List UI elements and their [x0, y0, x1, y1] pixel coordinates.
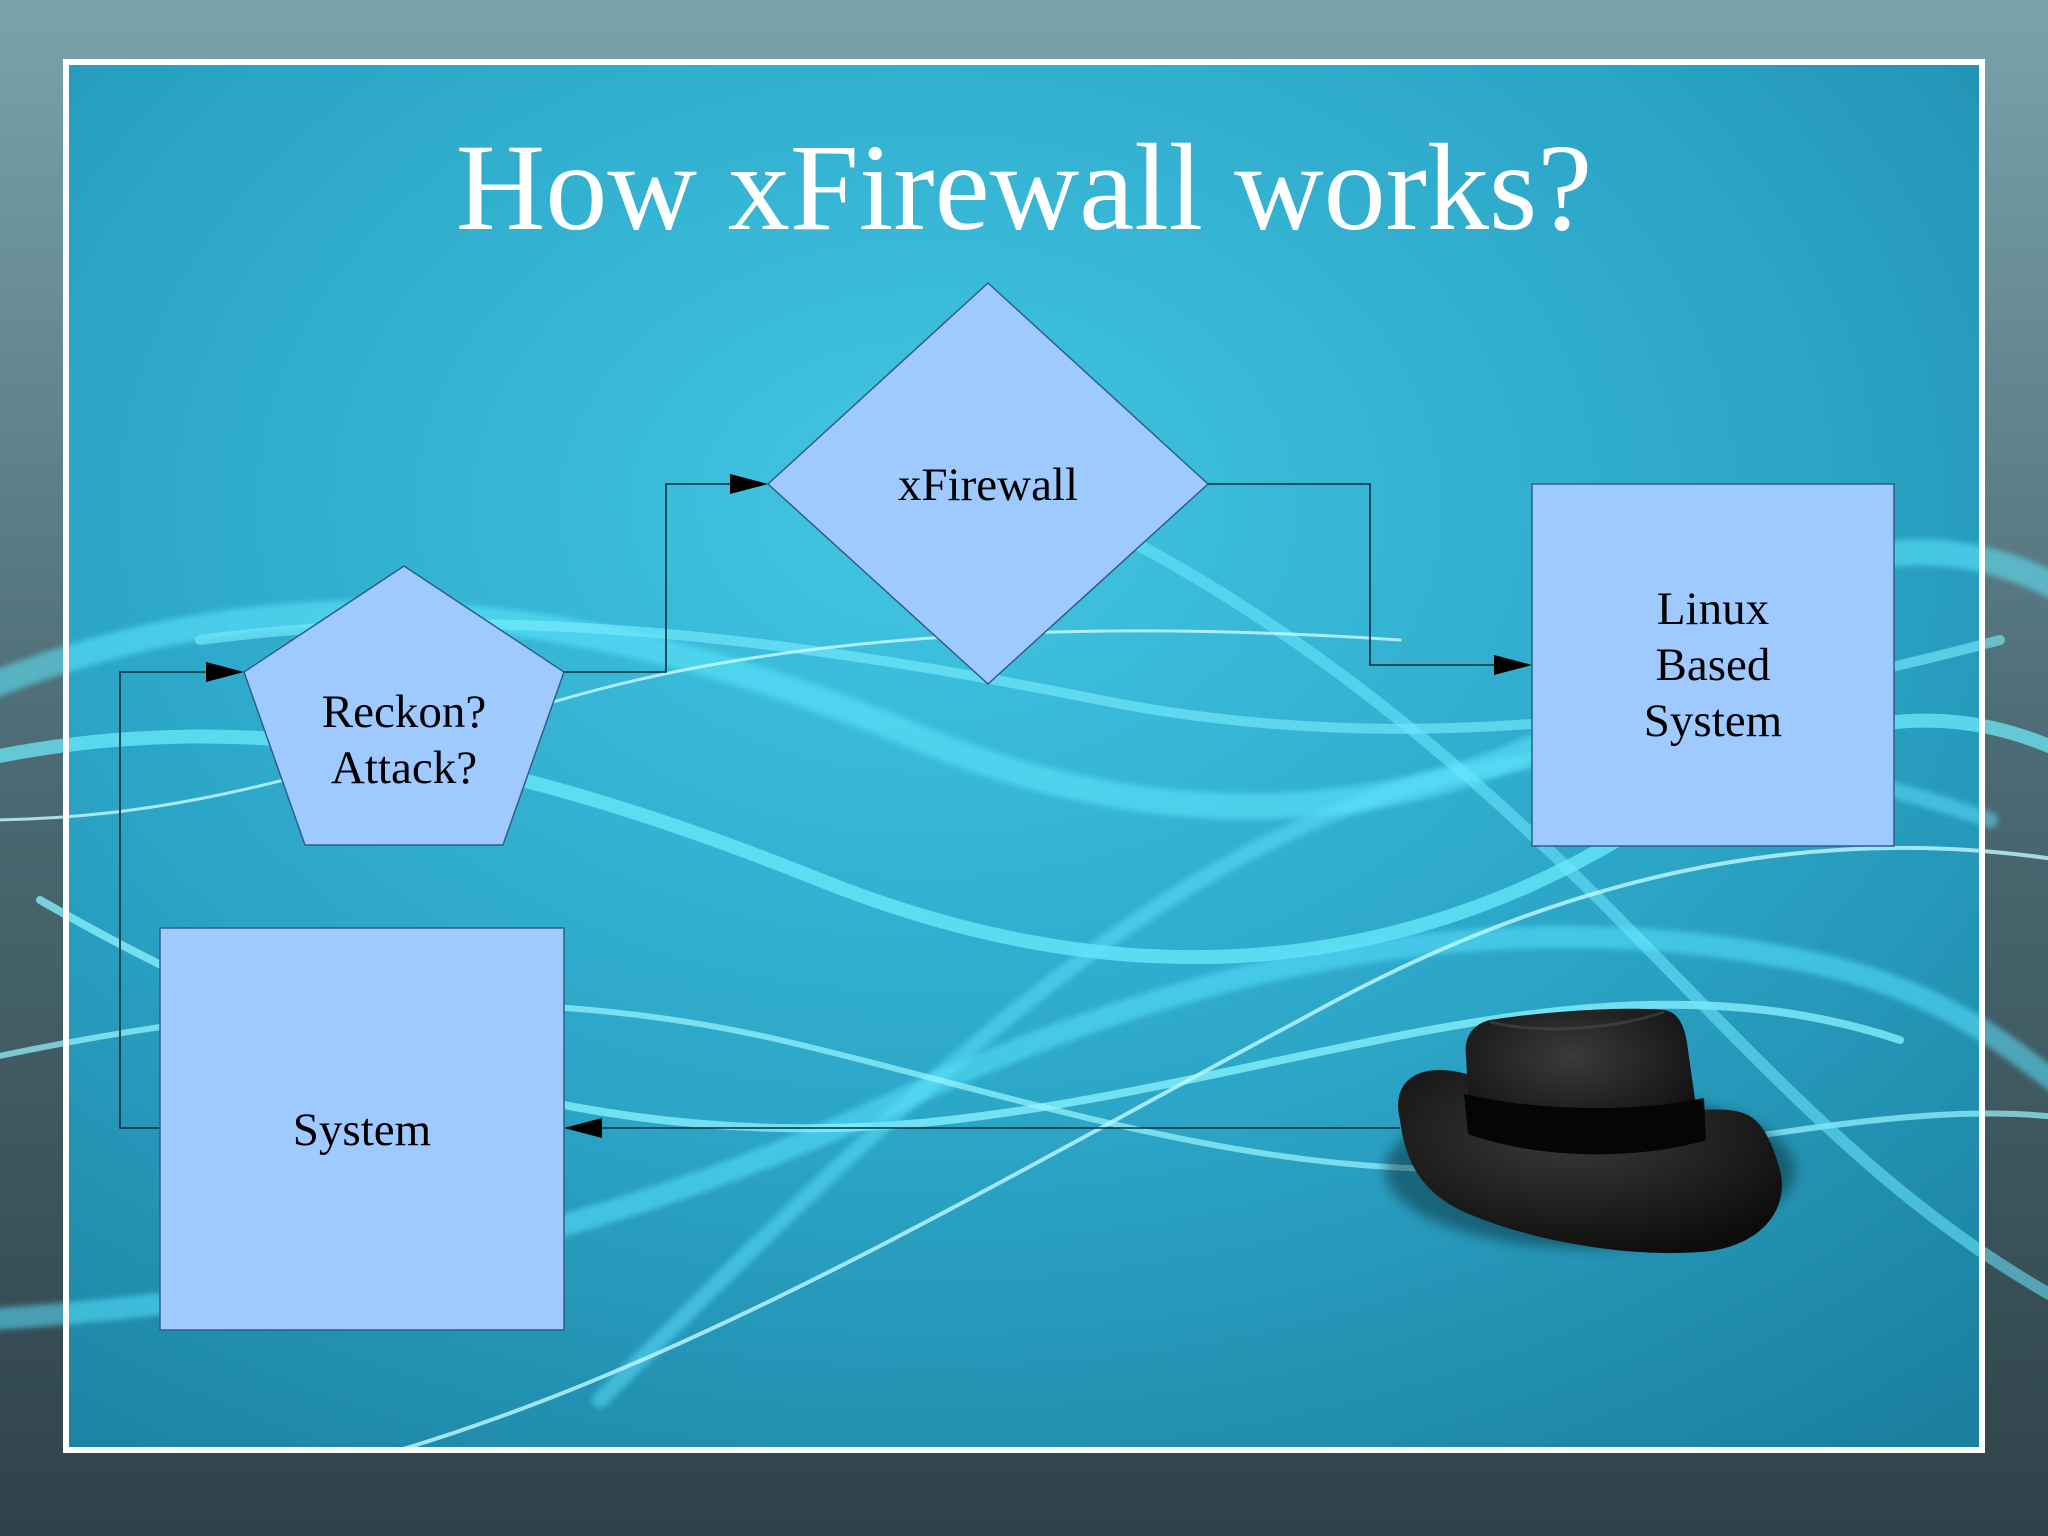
- black-fedora-hat-icon: [1385, 1008, 1795, 1254]
- node-xfirewall-label: xFirewall: [897, 459, 1079, 511]
- connector-arrowheads: [206, 474, 1532, 1138]
- node-reckon-attack-label: Reckon? Attack?: [321, 686, 487, 794]
- arrowhead-icon: [1494, 655, 1532, 675]
- arrowhead-icon: [206, 662, 244, 682]
- node-linux-based-system-label: Linux Based System: [1643, 583, 1783, 747]
- connector-reckon-to-xfirewall: [564, 483, 736, 673]
- connector-system-to-reckon: [119, 671, 212, 1129]
- node-system-label: System: [292, 1104, 432, 1156]
- node-xfirewall[interactable]: [766, 281, 1210, 686]
- node-linux-based-system[interactable]: [1531, 483, 1895, 847]
- connector-xfirewall-to-linux: [1208, 483, 1496, 666]
- slide-title: How xFirewall works?: [455, 119, 1593, 256]
- arrowhead-icon: [564, 1118, 602, 1138]
- arrowhead-icon: [730, 474, 768, 494]
- node-system[interactable]: [159, 927, 565, 1331]
- connectors: [119, 483, 1496, 1129]
- slide-frame: [63, 59, 1985, 1453]
- node-reckon-attack[interactable]: [243, 565, 565, 846]
